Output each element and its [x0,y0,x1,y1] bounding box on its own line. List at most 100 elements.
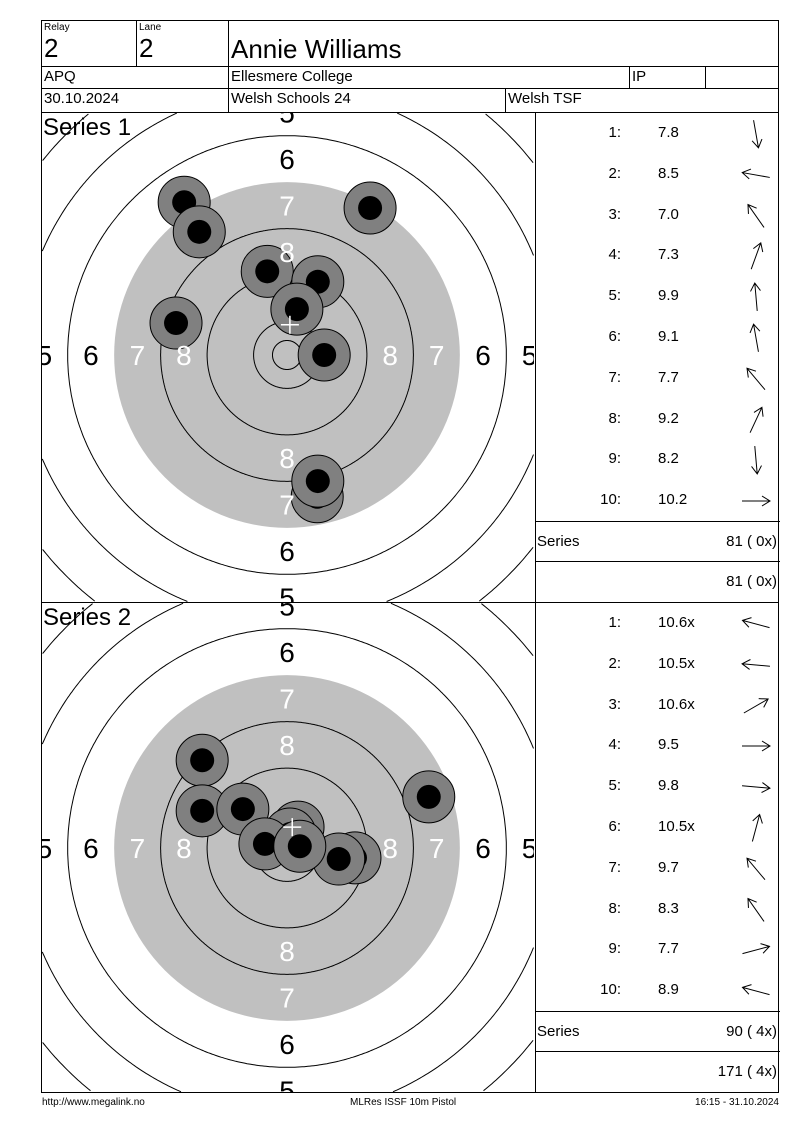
target: 8888777766665555Series 1 [42,113,536,602]
direction-arrow-icon [742,740,771,752]
direction-arrow-icon [746,857,766,880]
ip-label: IP [629,66,706,89]
lane-cell: Lane 2 [136,20,229,67]
direction-arrow-icon [741,984,770,996]
direction-arrow-icon [751,813,763,842]
shot-value: 8.2 [658,450,679,468]
shot-row: 1:7.8 [536,113,780,154]
footer-url[interactable]: http://www.megalink.no [42,1097,145,1108]
shot-value: 7.7 [658,940,679,958]
shot-hole [172,205,226,259]
shot-row: 2: 8.5 [536,154,780,195]
shot-number: 6: [608,328,621,345]
shot-number: 7: [608,858,621,876]
shot-hole [402,770,456,824]
relay-label: Relay [44,22,70,33]
ring-label: 5 [522,340,534,371]
shot-row: 5: 9.9 [536,276,780,317]
ring-label: 5 [522,833,534,864]
ring-label: 8 [279,936,295,967]
ring-label: 7 [130,340,146,371]
direction-arrow-icon [742,943,771,955]
shot-row: 10: 8.9 [536,970,780,1011]
ring-label: 6 [83,340,99,371]
footer-printed: 16:15 - 31.10.2024 [695,1097,779,1108]
shot-row: 4:7.3 [536,235,780,276]
direction-arrow-icon [750,282,761,312]
name-cell: Annie Williams [228,20,779,67]
ring-label: 5 [279,1076,295,1092]
shot-number: 1: [608,614,621,631]
shot-number: 3: [608,205,621,223]
shot-hole [149,296,203,350]
shot-number: 9: [608,450,621,468]
shot-number: 4: [608,246,621,264]
ring-label: 6 [475,833,491,864]
footer-program: MLRes ISSF 10m Pistol [350,1097,457,1108]
series-total-label: Series [537,533,580,550]
ring-label: 7 [429,340,445,371]
ring-label: 6 [279,1029,295,1060]
shot-number: 10: [600,981,621,999]
date: 30.10.2024 [41,88,229,113]
shot-row: 10:10.2 [536,480,780,521]
shot-value: 7.7 [658,368,679,386]
series-total: 90 ( 4x) [726,1023,777,1040]
shot-value: 10.5x [658,654,695,672]
shot-value: 9.7 [658,858,679,876]
ip-value [705,66,779,89]
shot-number: 2: [608,164,621,182]
ring-label: 6 [83,833,99,864]
shot-hole [291,454,345,508]
shot-number: 5: [608,287,621,305]
ring-label: 8 [279,237,295,268]
shot-hole [240,244,294,298]
ring-label: 8 [382,340,398,371]
shot-value: 7.0 [658,205,679,223]
cumulative-total-row: 81 ( 0x) [536,561,780,602]
direction-arrow-icon [742,495,771,507]
shot-value: 8.3 [658,899,679,917]
shot-value: 9.1 [658,328,679,345]
shot-row: 2:10.5x [536,644,780,685]
target-ring [160,721,414,975]
direction-arrow-icon [741,168,770,180]
shot-hole [175,733,229,787]
shot-value: 8.9 [658,981,679,999]
ring-label: 8 [279,730,295,761]
ring-label: 6 [475,340,491,371]
series-1-panel: 8888777766665555Series 11:7.82:8.53:7.04… [41,112,780,603]
direction-arrow-icon [751,120,763,149]
shot-number: 10: [600,491,621,509]
shot-value: 9.9 [658,287,679,305]
shot-row: 3: 7.0 [536,195,780,236]
shot-row: 1:10.6x [536,603,780,644]
ring-label: 7 [279,683,295,714]
shot-row: 7:7.7 [536,358,780,399]
ring-label: 8 [382,833,398,864]
direction-arrow-icon [742,782,771,794]
ring-label: 7 [429,833,445,864]
relay-value: 2 [44,33,59,63]
direction-arrow-icon [749,323,761,352]
shot-value: 9.5 [658,736,679,754]
shot-number: 6: [608,818,621,835]
shot-value: 10.6x [658,695,695,713]
ring-label: 8 [176,340,192,371]
target-ring [42,603,534,1092]
shot-number: 4: [608,736,621,754]
relay-cell: Relay 2 [41,20,137,67]
direction-arrow-icon [749,406,764,433]
aiming-mark [114,182,460,528]
ring-label: 7 [279,983,295,1014]
shot-value: 7.8 [658,124,679,141]
ring-label: 6 [279,536,295,567]
shot-hole [343,181,397,235]
ring-label: 5 [42,833,52,864]
shot-hole [175,784,229,838]
shot-number: 3: [608,695,621,713]
mean-point-cross [280,315,299,334]
shot-value: 10.5x [658,818,695,835]
shot-value: 8.5 [658,164,679,182]
